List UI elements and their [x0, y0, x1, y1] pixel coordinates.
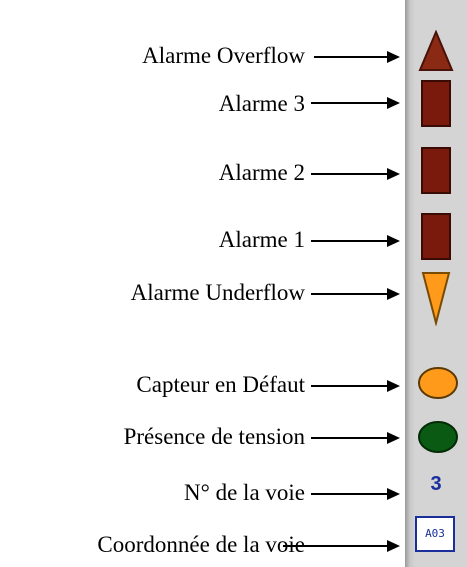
alarm-1-bar-shape	[421, 213, 451, 260]
arrow-alarme-underflow	[311, 288, 400, 300]
label-presence-tension: Présence de tension	[123, 424, 305, 449]
label-alarme-overflow: Alarme Overflow	[142, 43, 305, 68]
overflow-triangle-shape	[418, 30, 454, 71]
alarm-1-bar-icon	[421, 213, 451, 260]
alarm-3-bar-icon	[421, 80, 451, 127]
label-numero-voie: N° de la voie	[184, 480, 305, 505]
arrow-alarme-1	[311, 235, 400, 247]
green-circle-icon	[418, 421, 458, 453]
voltage-circle-shape	[418, 421, 458, 453]
label-alarme-underflow: Alarme Underflow	[130, 280, 305, 305]
alarm-2-bar-shape	[421, 147, 451, 194]
underflow-triangle-shape	[421, 272, 451, 326]
label-alarme-3: Alarme 3	[218, 91, 305, 116]
label-alarme-2: Alarme 2	[218, 160, 305, 185]
arrow-alarme-overflow	[314, 51, 400, 63]
label-capteur-defaut: Capteur en Défaut	[136, 372, 305, 397]
channel-coordinate-box[interactable]: A03	[415, 516, 455, 552]
arrow-alarme-2	[311, 168, 400, 180]
triangle-down-icon	[421, 272, 451, 326]
triangle-up-icon	[418, 30, 454, 71]
arrow-coordonnee-voie	[283, 540, 400, 552]
orange-circle-icon	[418, 367, 458, 399]
arrow-alarme-3	[311, 97, 400, 109]
sensor-fault-circle-shape	[418, 367, 458, 399]
alarm-2-bar-icon	[421, 147, 451, 194]
arrow-presence-tension	[311, 432, 400, 444]
label-alarme-1: Alarme 1	[218, 227, 305, 252]
label-coordonnee-voie: Coordonnée de la voie	[97, 532, 305, 557]
arrow-capteur-defaut	[311, 380, 400, 392]
channel-number: 3	[430, 473, 442, 495]
arrow-numero-voie	[311, 488, 400, 500]
alarm-3-bar-shape	[421, 80, 451, 127]
